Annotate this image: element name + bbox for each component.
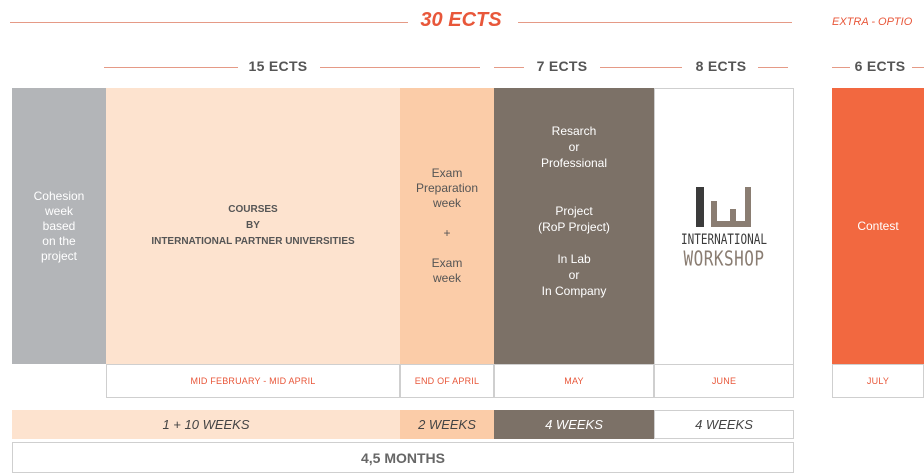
main-ects-line-left <box>10 22 408 23</box>
date-feb-apr: MID FEBRUARY - MID APRIL <box>106 364 400 398</box>
extra-optional-label: EXTRA - OPTIO <box>832 16 913 28</box>
exam-week-text: Exam Preparation week + Exam week <box>415 166 479 285</box>
ects8-label: 8 ECTS <box>695 58 747 74</box>
weeks-project: 4 WEEKS <box>494 410 654 439</box>
cohesion-week-block: Cohesion week based on the project <box>12 88 106 364</box>
ects15-line-right <box>320 67 480 68</box>
ects7-label: 7 ECTS <box>536 58 588 74</box>
contest-text: Contest <box>857 219 899 233</box>
workshop-logo-line2: WORKSHOP <box>683 246 765 271</box>
weeks-courses: 1 + 10 WEEKS <box>12 410 400 439</box>
workshop-block: INTERNATIONAL WORKSHOP <box>654 88 794 364</box>
ects15-line-left <box>104 67 238 68</box>
date-june: JUNE <box>654 364 794 398</box>
main-ects-label: 30 ECTS <box>420 9 502 31</box>
ects6-label: 6 ECTS <box>854 58 906 74</box>
research-project-text: Resarch or Professional Project (RoP Pro… <box>538 124 610 298</box>
weeks-exam: 2 WEEKS <box>400 410 494 439</box>
research-project-block: Resarch or Professional Project (RoP Pro… <box>494 88 654 364</box>
workshop-logo-line1: INTERNATIONAL <box>680 231 768 248</box>
courses-block: COURSES BY INTERNATIONAL PARTNER UNIVERS… <box>106 88 400 364</box>
contest-block: Contest <box>832 88 924 364</box>
date-end-april: END OF APRIL <box>400 364 494 398</box>
weeks-workshop: 4 WEEKS <box>654 410 794 439</box>
total-duration: 4,5 MONTHS <box>12 442 794 473</box>
main-ects-line-right <box>518 22 792 23</box>
ects8-line-right <box>758 67 788 68</box>
ects6-line-left <box>832 67 850 68</box>
ects6-line-right <box>912 67 924 68</box>
ects7-line-left <box>494 67 524 68</box>
courses-text: COURSES BY INTERNATIONAL PARTNER UNIVERS… <box>151 204 355 247</box>
cohesion-week-text: Cohesion week based on the project <box>33 188 85 263</box>
exam-week-block: Exam Preparation week + Exam week <box>400 88 494 364</box>
date-may: MAY <box>494 364 654 398</box>
workshop-logo-icon <box>696 187 751 227</box>
date-july: JULY <box>832 364 924 398</box>
ects7-line-right <box>600 67 682 68</box>
ects15-label: 15 ECTS <box>248 58 308 74</box>
